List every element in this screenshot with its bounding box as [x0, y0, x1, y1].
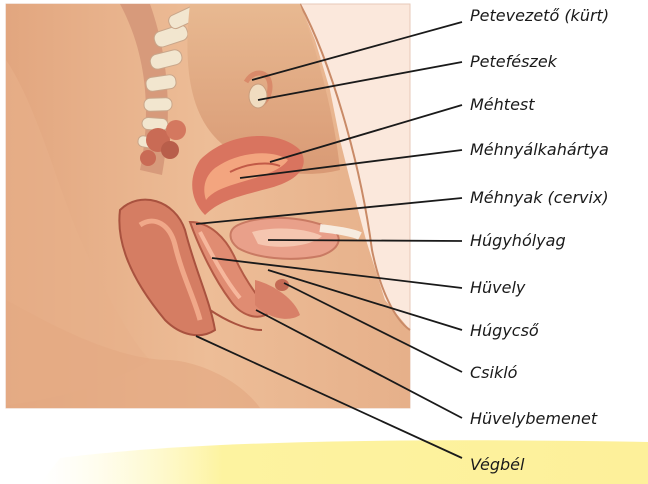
label-vaginal-opening: Hüvelybemenet	[470, 409, 597, 429]
leader-line-bladder	[268, 240, 462, 241]
label-fallopian-tube: Petevezető (kürt)	[470, 6, 609, 26]
label-cervix: Méhnyak (cervix)	[470, 188, 609, 208]
label-rectum: Végbél	[470, 455, 524, 475]
highlight-band	[40, 440, 648, 484]
label-vagina: Hüvely	[470, 278, 525, 298]
label-endometrium: Méhnyálkahártya	[470, 140, 609, 160]
label-ovary: Petefészek	[470, 52, 557, 72]
label-clitoris: Csikló	[470, 363, 517, 383]
label-uterus-body: Méhtest	[470, 95, 535, 115]
label-urethra: Húgycső	[470, 321, 539, 341]
label-bladder: Húgyhólyag	[470, 231, 566, 251]
